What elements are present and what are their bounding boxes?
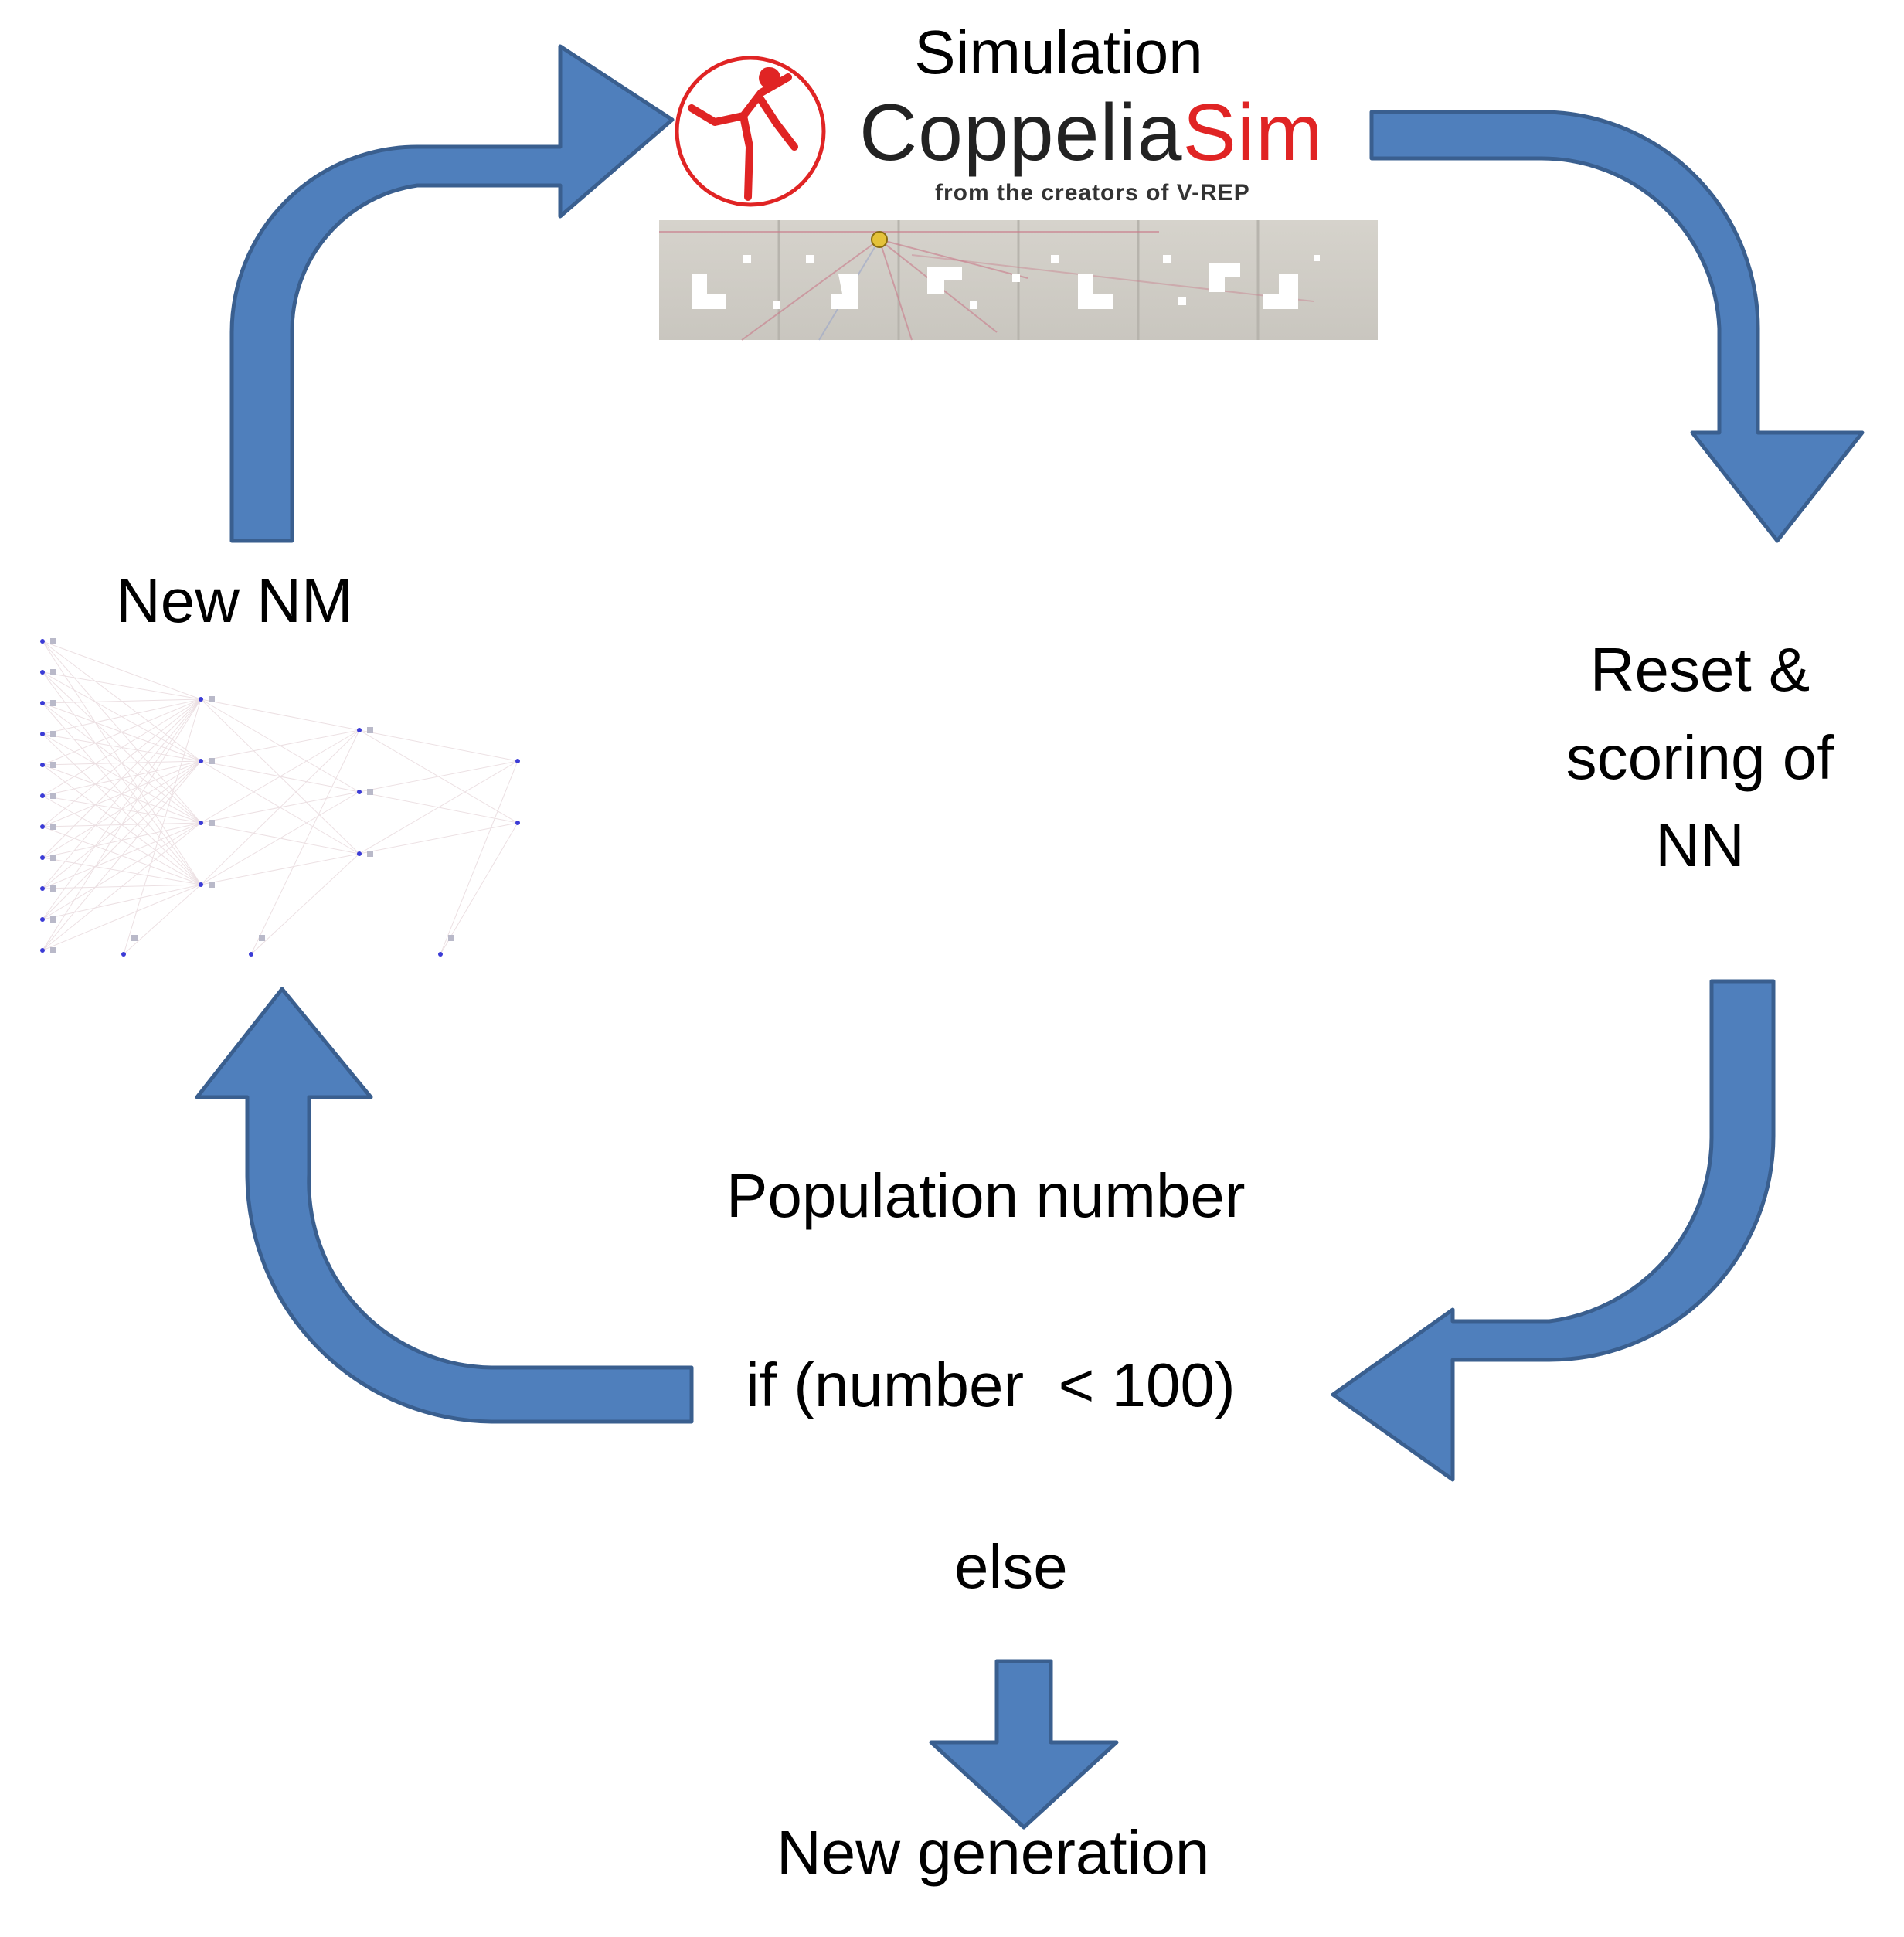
simulation-screenshot-strip: [659, 220, 1378, 341]
coppeliasim-logo-icon: [675, 56, 826, 207]
reset-scoring-label: Reset & scoring of NN: [1499, 626, 1901, 889]
new-generation-label: New generation: [777, 1818, 1210, 1887]
loop-arrow-to-reset: [1369, 110, 1865, 543]
simulation-title: Simulation: [914, 18, 1203, 87]
reset-scoring-line-2: scoring of: [1566, 722, 1834, 792]
coppeliasim-wordmark: CoppeliaSim: [859, 85, 1324, 182]
loop-arrow-to-simulation: [230, 44, 675, 543]
coppeliasim-wordmark-part1: Coppelia: [859, 88, 1183, 178]
reset-scoring-line-1: Reset &: [1590, 635, 1810, 704]
new-nm-label: New NM: [116, 566, 353, 635]
neural-network-illustration: [40, 638, 520, 957]
population-number-label: Population number: [726, 1161, 1246, 1230]
coppeliasim-wordmark-part2: Sim: [1182, 88, 1324, 178]
loop-arrow-to-condition: [1331, 979, 1776, 1482]
reset-scoring-line-3: NN: [1655, 810, 1745, 880]
condition-label: if (number < 100): [746, 1351, 1236, 1419]
arrow-to-new-generation: [929, 1659, 1119, 1830]
coppeliasim-tagline: from the creators of V-REP: [935, 180, 1250, 206]
loop-arrow-to-new-nm: [195, 987, 694, 1424]
else-label: else: [954, 1532, 1068, 1601]
